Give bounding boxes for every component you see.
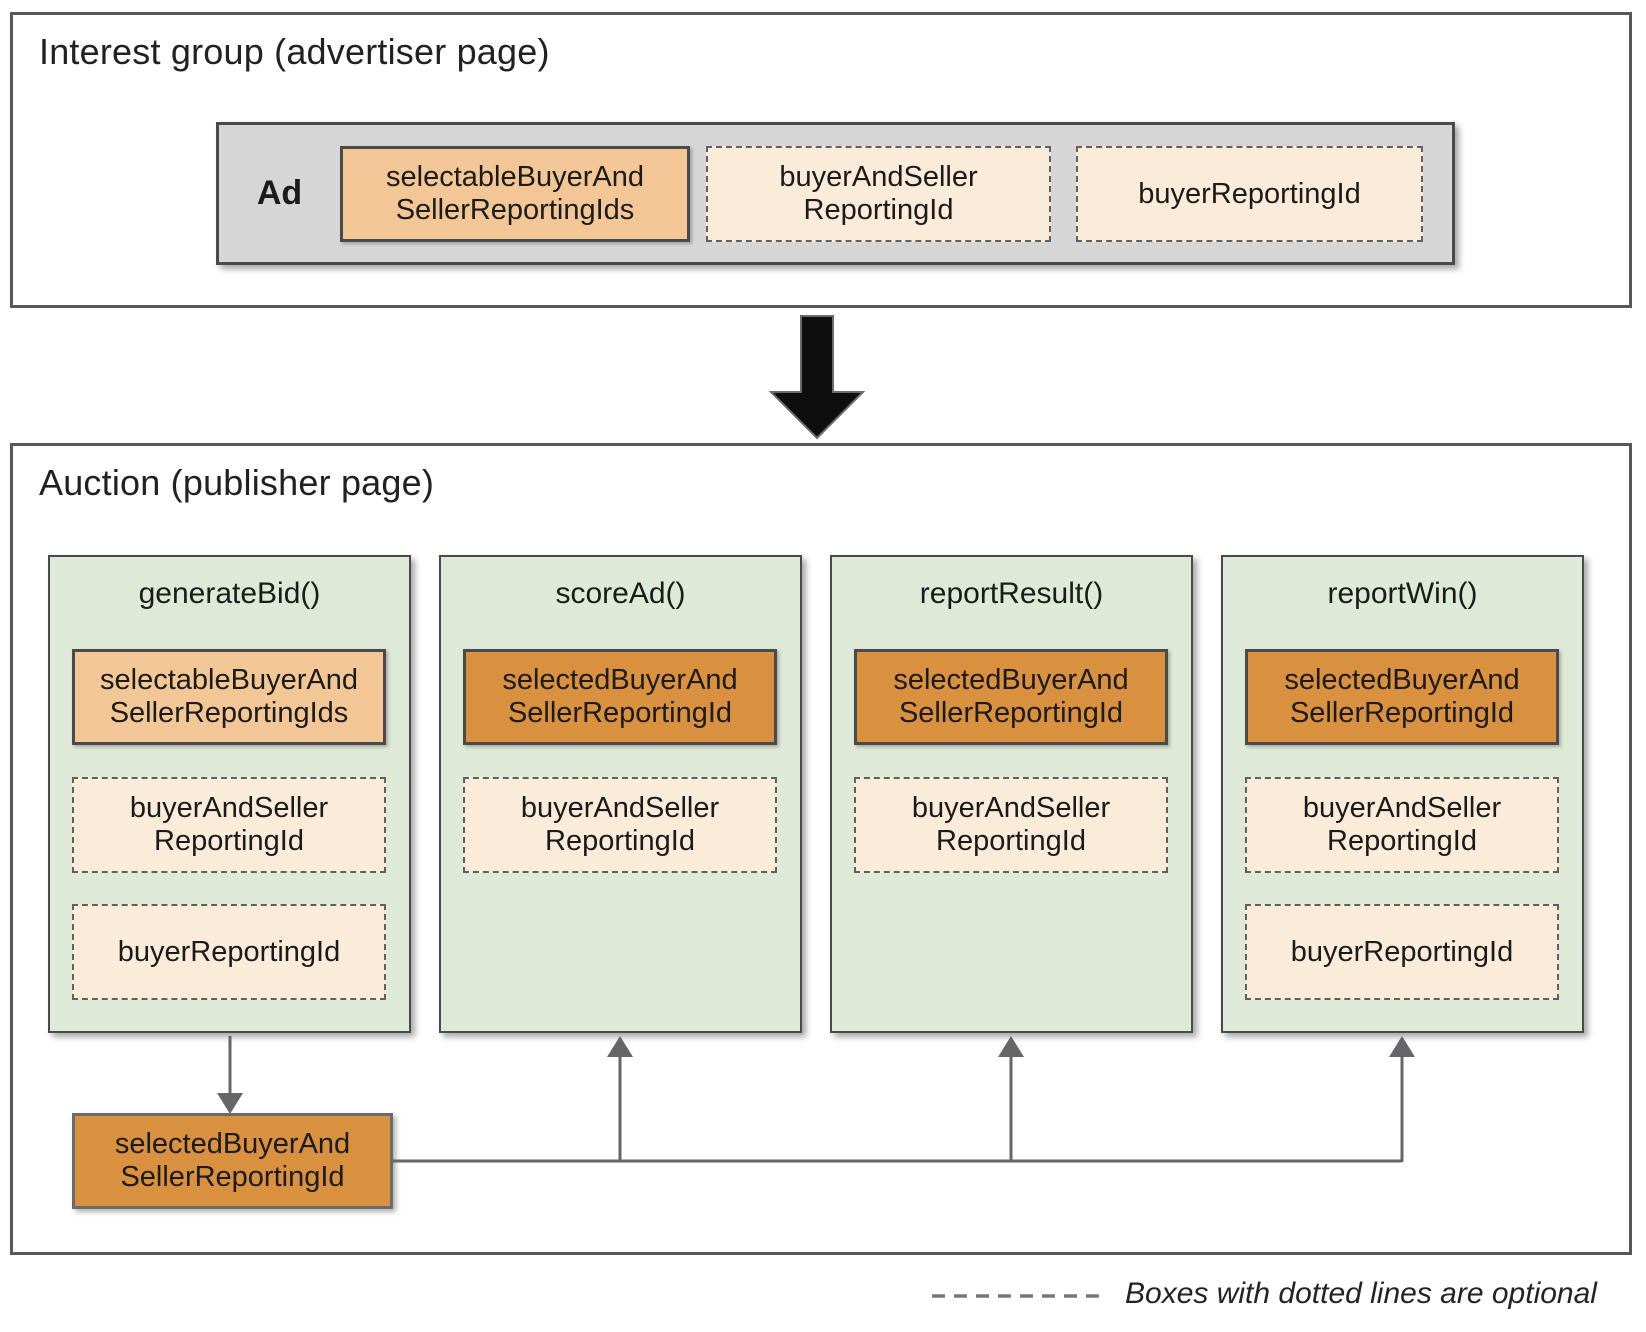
box-buyer-and-seller-reporting-id: buyerAndSeller ReportingId — [1245, 777, 1559, 873]
box-buyer-and-seller-reporting-id: buyerAndSeller ReportingId — [706, 146, 1051, 242]
box-label: buyerAndSeller ReportingId — [779, 161, 978, 226]
column-header: scoreAd() — [555, 577, 686, 610]
column-header: reportWin() — [1327, 577, 1478, 610]
box-label: buyerAndSeller ReportingId — [520, 792, 720, 857]
column-report-result: reportResult() selectedBuyerAnd SellerRe… — [830, 555, 1193, 1033]
box-buyer-reporting-id: buyerReportingId — [1076, 146, 1423, 242]
ad-container: Ad selectableBuyerAnd SellerReportingIds… — [216, 122, 1455, 265]
legend-text: Boxes with dotted lines are optional — [1125, 1277, 1597, 1310]
box-label: selectedBuyerAnd SellerReportingId — [1284, 664, 1520, 729]
box-buyer-reporting-id: buyerReportingId — [72, 904, 386, 1000]
column-header: generateBid() — [138, 577, 321, 610]
box-selected-buyer-and-seller-reporting-id: selectedBuyerAnd SellerReportingId — [854, 649, 1168, 745]
box-label: selectableBuyerAnd SellerReportingIds — [386, 161, 644, 226]
box-label: buyerAndSeller ReportingId — [129, 792, 329, 857]
box-selectable-buyer-and-seller-reporting-ids: selectableBuyerAnd SellerReportingIds — [340, 146, 690, 242]
box-buyer-and-seller-reporting-id: buyerAndSeller ReportingId — [72, 777, 386, 873]
interest-group-section: Interest group (advertiser page) Ad sele… — [10, 12, 1632, 308]
box-buyer-and-seller-reporting-id: buyerAndSeller ReportingId — [854, 777, 1168, 873]
box-selected-buyer-and-seller-reporting-id: selectedBuyerAnd SellerReportingId — [463, 649, 777, 745]
arrow-interest-to-auction-icon — [768, 315, 866, 440]
box-label: selectedBuyerAnd SellerReportingId — [502, 664, 738, 729]
column-score-ad: scoreAd() selectedBuyerAnd SellerReporti… — [439, 555, 802, 1033]
column-report-win: reportWin() selectedBuyerAnd SellerRepor… — [1221, 555, 1584, 1033]
box-label: buyerReportingId — [1138, 177, 1361, 210]
box-label: selectedBuyerAnd SellerReportingId — [114, 1128, 351, 1193]
box-label: buyerAndSeller ReportingId — [911, 792, 1111, 857]
box-selected-buyer-and-seller-reporting-id: selectedBuyerAnd SellerReportingId — [1245, 649, 1559, 745]
box-selectable-buyer-and-seller-reporting-ids: selectableBuyerAnd SellerReportingIds — [72, 649, 386, 745]
box-label: buyerReportingId — [117, 935, 341, 968]
box-label: buyerReportingId — [1290, 935, 1514, 968]
auction-title: Auction (publisher page) — [39, 462, 435, 503]
box-label: buyerAndSeller ReportingId — [1302, 792, 1502, 857]
ad-label: Ad — [256, 174, 303, 212]
box-buyer-and-seller-reporting-id: buyerAndSeller ReportingId — [463, 777, 777, 873]
column-generate-bid: generateBid() selectableBuyerAnd SellerR… — [48, 555, 411, 1033]
interest-group-title: Interest group (advertiser page) — [39, 31, 550, 72]
box-label: selectedBuyerAnd SellerReportingId — [893, 664, 1129, 729]
column-header: reportResult() — [919, 577, 1104, 610]
box-selected-output: selectedBuyerAnd SellerReportingId — [72, 1113, 393, 1209]
box-label: selectableBuyerAnd SellerReportingIds — [100, 664, 358, 729]
box-buyer-reporting-id: buyerReportingId — [1245, 904, 1559, 1000]
